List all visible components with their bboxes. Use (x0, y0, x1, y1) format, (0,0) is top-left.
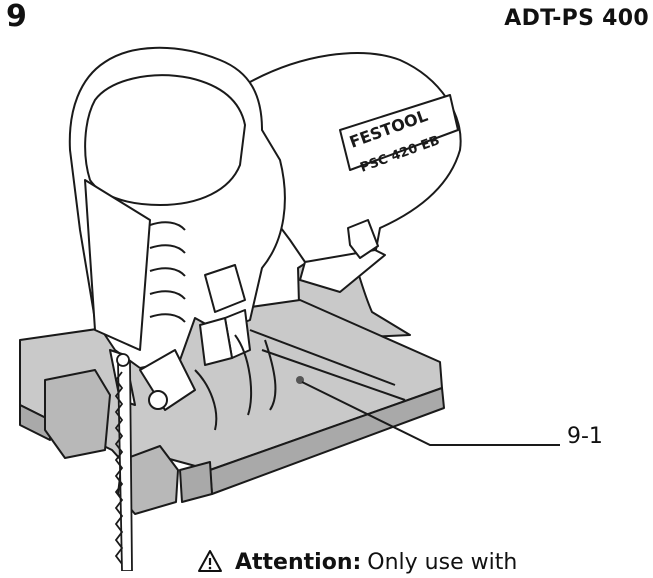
figure-number: 9 (6, 0, 27, 34)
warning-text: Only use with (367, 550, 518, 575)
warning-note: Attention: Only use with (197, 545, 517, 574)
brand-label (339, 94, 459, 171)
accessory-slab-left (19, 404, 51, 441)
saw-blade (114, 353, 133, 571)
warning-label: Attention: (235, 550, 362, 575)
callout-leader (301, 381, 560, 446)
model-label: ADT-PS 400 (504, 6, 649, 31)
jigsaw-body (68, 46, 462, 431)
accessory-left-block (44, 369, 111, 459)
callout-label: 9-1 (567, 424, 603, 449)
switch-knob (347, 219, 379, 259)
warning-triangle-icon (197, 549, 223, 573)
speed-dial (204, 264, 246, 313)
